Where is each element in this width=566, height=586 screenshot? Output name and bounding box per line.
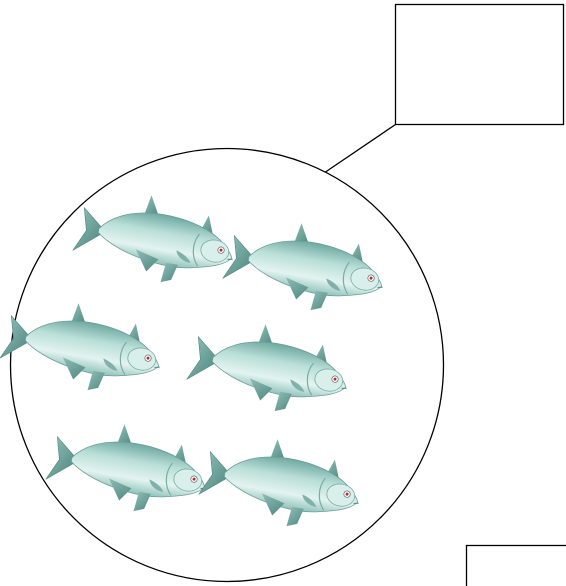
callout-box-bottom [465, 544, 566, 586]
connector-line [323, 123, 396, 174]
callout-box-top [394, 3, 565, 126]
